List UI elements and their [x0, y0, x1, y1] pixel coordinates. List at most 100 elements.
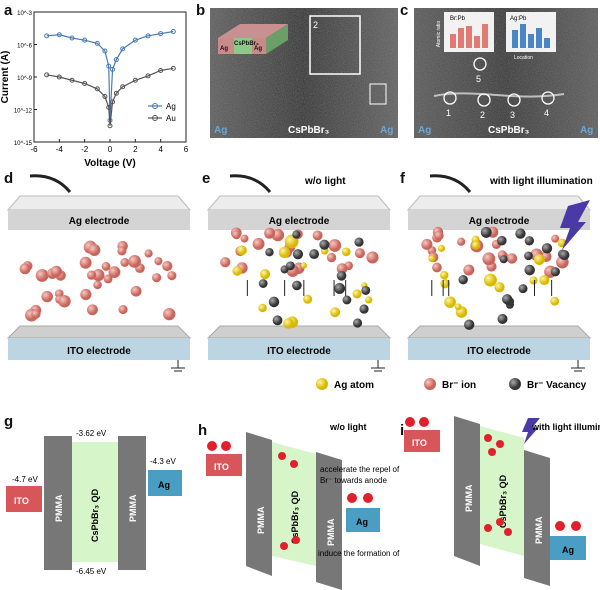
bottom-electrode-label: ITO electrode	[467, 346, 531, 357]
ag-block-i	[550, 536, 586, 560]
tem-image-b: 2 Ag CsPbBr₃ Ag Ag CsPbBr₃ Ag	[210, 8, 398, 138]
panel-label-e: e	[202, 170, 211, 187]
data-point-au	[69, 77, 75, 83]
qd-h	[272, 442, 316, 566]
panel-label-d: d	[4, 170, 14, 187]
y-tick-label: 10^-6	[17, 44, 32, 50]
data-point-ag	[82, 37, 88, 43]
top-electrode-label: Ag electrode	[269, 216, 330, 227]
x-tick-label: 2	[133, 145, 138, 154]
zoom-box-label: 2	[313, 20, 318, 30]
data-point-ag	[170, 29, 176, 34]
legend-ag: Ag	[166, 102, 176, 111]
lightning-icon	[560, 200, 590, 250]
svg-text:3: 3	[510, 110, 515, 120]
data-point-au	[102, 94, 108, 99]
panel-label-b: b	[196, 2, 206, 19]
svg-text:accelerate the repel of: accelerate the repel of	[320, 465, 400, 474]
data-point-au	[113, 90, 119, 96]
svg-text:PMMA: PMMA	[464, 484, 474, 512]
legend-br-ion: Br⁻ ion	[442, 380, 476, 391]
data-point-ag	[106, 63, 112, 69]
qd-block	[72, 442, 118, 562]
ito-block	[6, 486, 42, 512]
svg-text:CsPbBr₃: CsPbBr₃	[234, 41, 259, 47]
bottom-electrode-label: ITO electrode	[67, 346, 131, 357]
particle-legend: Ag atom Br⁻ ion Br⁻ Vacancy	[316, 378, 587, 391]
data-point-ag	[56, 32, 62, 38]
zoom-box-small	[369, 83, 387, 105]
data-point-au	[120, 84, 126, 90]
panel-label-i: i	[400, 422, 405, 439]
band-diagram-i: ITO PMMA CsPbBr₃ QD PMMA Ag with light i…	[404, 416, 600, 586]
x-tick-label: 4	[158, 145, 163, 154]
data-point-ag	[132, 37, 138, 43]
qd-i	[480, 426, 524, 556]
svg-text:Ag: Ag	[158, 480, 170, 490]
ratio-inset-agpb: Ag:Pb Location	[506, 12, 556, 61]
b-ag-right: Ag	[380, 125, 393, 136]
data-point-ag	[94, 40, 100, 46]
x-axis-label: Voltage (V)	[84, 158, 135, 169]
pmma-right	[118, 436, 146, 570]
svg-text:-6.45 eV: -6.45 eV	[76, 567, 107, 576]
series-line-ag	[46, 30, 174, 121]
data-point-au	[82, 81, 88, 86]
ratio-inset-brpb: Br:Pb	[444, 12, 494, 52]
panel-label-c: c	[400, 2, 409, 19]
data-point-au	[110, 99, 116, 105]
y-tick-label: 10^-15	[14, 141, 33, 147]
h-title: w/o light	[329, 422, 367, 432]
svg-text:Location: Location	[514, 55, 533, 61]
svg-text:Ag: Ag	[220, 46, 228, 52]
top-electrode-label: Ag electrode	[69, 216, 130, 227]
series-line-au	[46, 67, 174, 126]
svg-text:-3.62 eV: -3.62 eV	[76, 429, 107, 438]
svg-text:ITO: ITO	[412, 438, 427, 448]
data-point-ag	[69, 35, 75, 41]
data-point-au	[145, 73, 151, 79]
svg-text:Ag: Ag	[254, 46, 262, 52]
pmma-left-i	[454, 416, 480, 566]
svg-text:2: 2	[480, 110, 485, 120]
legend-br-vacancy: Br⁻ Vacancy	[527, 380, 587, 391]
ag-block-h	[346, 508, 380, 532]
x-tick-label: -6	[30, 145, 38, 154]
svg-text:5: 5	[476, 74, 481, 84]
data-point-ag	[110, 66, 116, 72]
panel-label-h: h	[198, 422, 208, 439]
panel-label-f: f	[400, 170, 405, 187]
data-point-ag	[44, 33, 50, 39]
chart-legend: Ag Au	[148, 102, 176, 123]
x-tick-label: -2	[81, 145, 89, 154]
b-material-label: CsPbBr₃	[288, 125, 330, 136]
data-point-au	[94, 86, 100, 92]
schematic-title-e: w/o light	[304, 176, 346, 187]
ag-block	[148, 470, 182, 496]
svg-text:PMMA: PMMA	[326, 518, 336, 546]
pmma-left-h	[246, 432, 272, 576]
tem-image-c: Br:Pb Ag:Pb Location Atomic ratio 1 2 3 …	[414, 8, 598, 138]
x-tick-label: -4	[56, 145, 64, 154]
bottom-electrode-label: ITO electrode	[267, 346, 331, 357]
panel-label-a: a	[4, 2, 13, 19]
b-ag-left: Ag	[214, 125, 227, 136]
svg-text:CsPbBr₃ QD: CsPbBr₃ QD	[498, 474, 508, 528]
schematic-title-f: with light illumination	[489, 176, 593, 187]
svg-text:CsPbBr₃ QD: CsPbBr₃ QD	[90, 488, 100, 542]
x-tick-label: 6	[184, 145, 189, 154]
svg-text:Ag: Ag	[562, 545, 574, 555]
data-point-ag	[113, 57, 119, 63]
y-tick-label: 10^-9	[17, 76, 32, 82]
x-tick-label: 0	[108, 145, 113, 154]
y-tick-label: 10^-12	[14, 109, 33, 115]
svg-text:Br:Pb: Br:Pb	[450, 16, 466, 22]
data-point-ag	[120, 46, 126, 52]
data-point-au	[132, 77, 138, 83]
svg-text:PMMA: PMMA	[54, 494, 64, 522]
svg-text:-4.7 eV: -4.7 eV	[12, 475, 38, 484]
c-ag-left: Ag	[418, 125, 431, 136]
y-tick-label: 10^-3	[17, 11, 32, 17]
